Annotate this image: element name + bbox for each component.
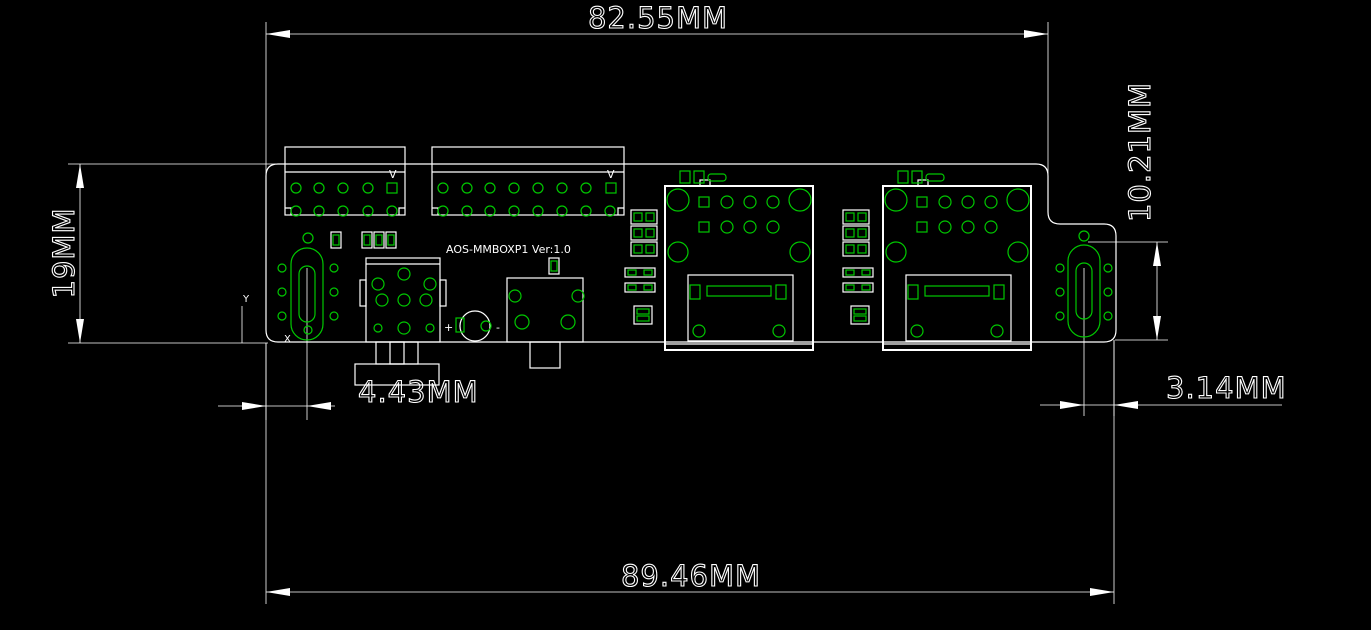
right-hole-offset-dimension: 3.14MM xyxy=(1040,268,1287,416)
top-width-dimension: 82.55MM xyxy=(265,0,1049,175)
right-height-label: 10.21MM xyxy=(1123,82,1157,222)
header-small-pads xyxy=(290,182,398,217)
board-label: AOS-MMBOXP1 Ver:1.0 xyxy=(446,243,571,256)
header-small-pin1-mark: V xyxy=(389,168,397,181)
capacitor-plus: + xyxy=(444,321,453,334)
left-mounting-slot xyxy=(277,232,339,341)
bottom-width-label: 89.46MM xyxy=(621,559,761,593)
right-mounting-slot xyxy=(1055,230,1113,338)
header-large-pin1-mark: V xyxy=(607,168,615,181)
right-hole-offset-label: 3.14MM xyxy=(1166,371,1287,405)
axis-y-label: Y xyxy=(242,294,250,305)
smd-components-right xyxy=(842,209,874,325)
left-height-label: 19MM xyxy=(47,208,81,299)
right-height-dimension: 10.21MM xyxy=(1088,81,1168,341)
pin-header-large: V xyxy=(431,146,625,217)
bottom-width-dimension: 89.46MM xyxy=(265,340,1115,604)
electrolytic-capacitor: + - xyxy=(444,310,500,342)
origin-axis-marker: Y X xyxy=(241,294,291,345)
rj45-connector-2 xyxy=(882,170,1032,351)
header-large-pads xyxy=(437,182,617,217)
power-connector xyxy=(354,257,447,386)
left-height-dimension: 19MM xyxy=(46,163,300,344)
left-hole-offset-dimension: 4.43MM xyxy=(218,268,479,420)
board-outline xyxy=(265,163,1117,343)
left-hole-offset-label: 4.43MM xyxy=(358,375,479,409)
capacitor-minus: - xyxy=(496,321,500,334)
rj45-connector-1 xyxy=(664,170,814,351)
axis-x-label: X xyxy=(284,334,291,345)
pin-header-small: V xyxy=(284,146,406,217)
top-width-label: 82.55MM xyxy=(588,1,728,35)
smd-components-mid xyxy=(624,209,658,325)
smd-components-left xyxy=(330,231,397,249)
audio-jack xyxy=(506,257,585,369)
